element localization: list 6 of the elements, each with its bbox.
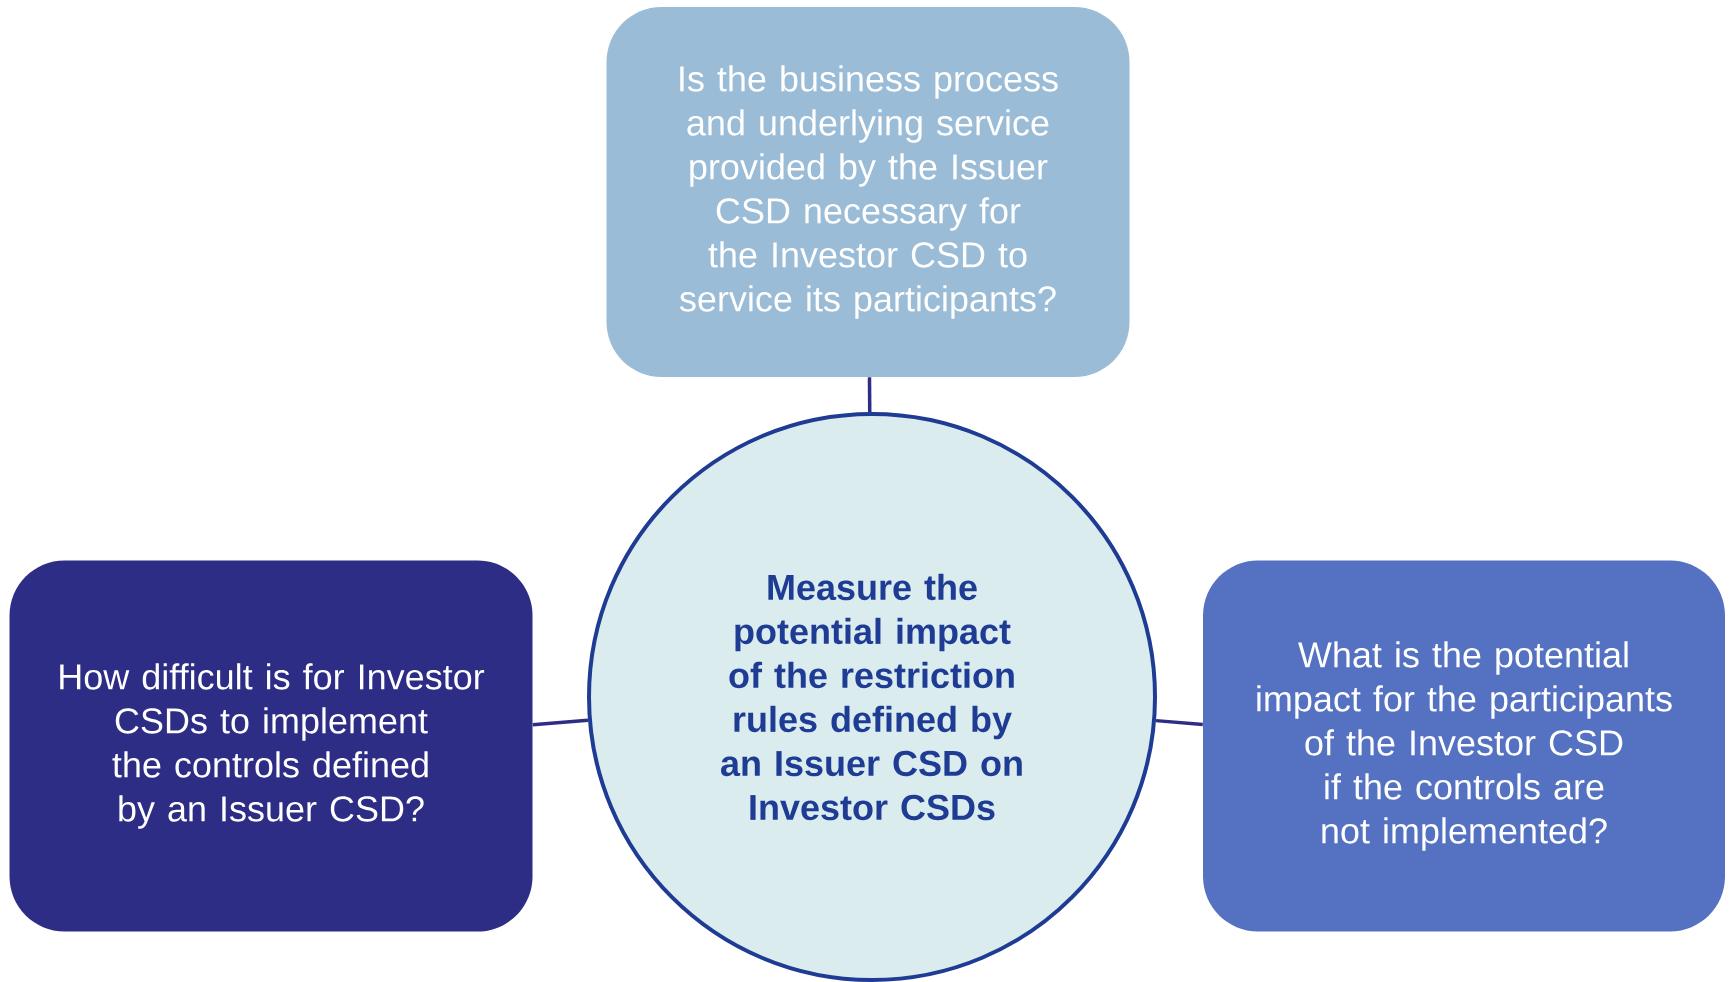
- connector-line: [867, 377, 872, 413]
- connector-line: [1155, 718, 1203, 727]
- question-box: Is the business process and underlying service provided by the Issuer CSD necessary for the Investor CSD to service its participants?: [606, 7, 1130, 377]
- question-box: How difficult is for Investor CSDs to implement the controls defined by an Issuer CSD?: [9, 560, 533, 932]
- connector-line: [532, 718, 589, 727]
- question-box: What is the potential impact for the participants of the Investor CSD if the controls are not implemented?: [1203, 560, 1725, 932]
